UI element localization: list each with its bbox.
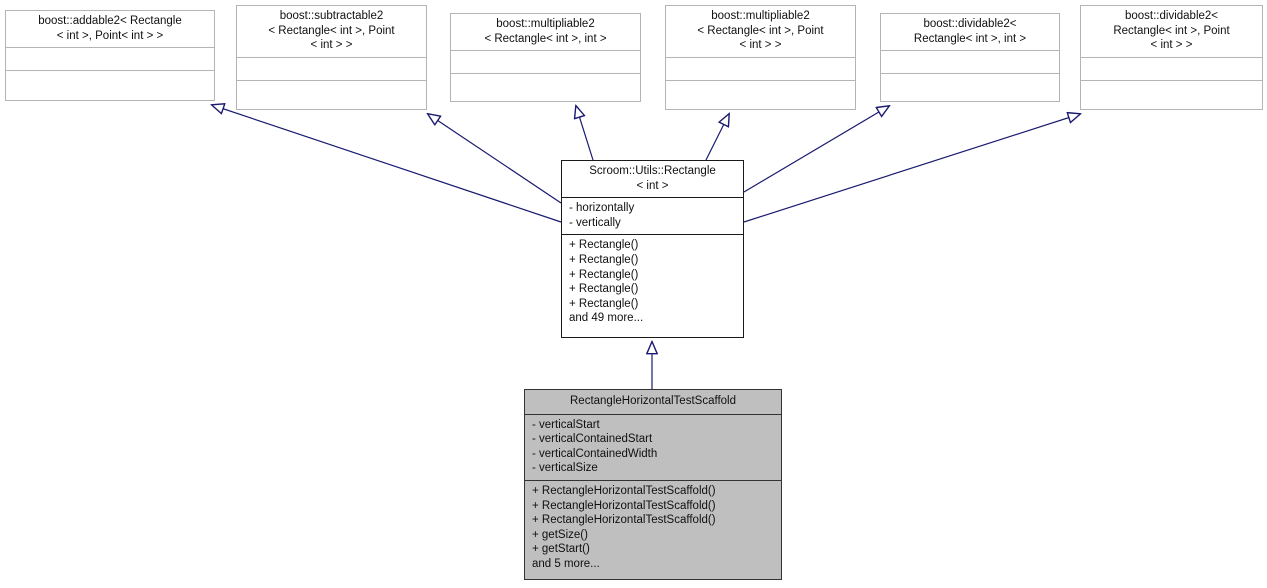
class-operations-multipliable2-int — [451, 74, 640, 96]
class-attributes-dividable2-point — [1081, 58, 1262, 80]
edge-rectangle-to-subtractable2 — [428, 114, 562, 204]
class-node-dividable2-int[interactable]: boost::dividable2< Rectangle< int >, int… — [880, 13, 1060, 102]
class-title-multipliable2-int: boost::multipliable2 < Rectangle< int >,… — [484, 18, 607, 45]
class-attributes-scaffold: - verticalStart - verticalContainedStart… — [532, 418, 658, 475]
class-separator — [666, 79, 855, 81]
class-node-subtractable2[interactable]: boost::subtractable2 < Rectangle< int >,… — [236, 5, 427, 110]
class-separator — [237, 56, 426, 58]
class-separator — [451, 50, 640, 52]
class-attributes-rectangle: - horizontally - vertically — [569, 202, 635, 229]
class-separator — [562, 197, 743, 199]
class-operations-dividable2-point — [1081, 81, 1262, 103]
class-operations-multipliable2-point — [666, 81, 855, 103]
edge-rectangle-to-dividable2-int — [743, 106, 889, 193]
class-title-subtractable2: boost::subtractable2 < Rectangle< int >,… — [268, 10, 395, 52]
class-operations-rectangle: + Rectangle() + Rectangle() + Rectangle(… — [569, 239, 644, 325]
class-title-multipliable2-point: boost::multipliable2 < Rectangle< int >,… — [697, 10, 824, 52]
class-node-addable2[interactable]: boost::addable2< Rectangle < int >, Poin… — [5, 10, 215, 101]
class-operations-dividable2-int — [881, 74, 1059, 96]
class-attributes-multipliable2-int — [451, 51, 640, 73]
class-title-dividable2-point: boost::dividable2< Rectangle< int >, Poi… — [1113, 10, 1230, 52]
edge-rectangle-to-dividable2-point — [743, 114, 1080, 223]
edge-rectangle-to-addable2 — [212, 105, 562, 223]
class-operations-subtractable2 — [237, 81, 426, 103]
class-separator — [881, 50, 1059, 52]
class-node-rectangle[interactable]: Scroom::Utils::Rectangle < int > - horiz… — [561, 160, 744, 338]
class-separator — [237, 79, 426, 81]
class-separator — [6, 47, 214, 49]
class-attributes-dividable2-int — [881, 51, 1059, 73]
class-separator — [6, 70, 214, 72]
class-attributes-addable2 — [6, 48, 214, 70]
class-separator — [562, 234, 743, 236]
class-separator — [1081, 79, 1262, 81]
class-separator — [525, 479, 781, 481]
class-attributes-multipliable2-point — [666, 58, 855, 80]
class-node-multipliable2-point[interactable]: boost::multipliable2 < Rectangle< int >,… — [665, 5, 856, 110]
class-node-multipliable2-int[interactable]: boost::multipliable2 < Rectangle< int >,… — [450, 13, 641, 102]
class-separator — [666, 56, 855, 58]
class-title-rectangle: Scroom::Utils::Rectangle < int > — [589, 165, 716, 192]
class-separator — [451, 73, 640, 75]
class-node-dividable2-point[interactable]: boost::dividable2< Rectangle< int >, Poi… — [1080, 5, 1263, 110]
class-operations-scaffold: + RectangleHorizontalTestScaffold() + Re… — [532, 484, 716, 570]
class-title-scaffold: RectangleHorizontalTestScaffold — [570, 395, 736, 407]
class-separator — [1081, 56, 1262, 58]
class-node-scaffold[interactable]: RectangleHorizontalTestScaffold - vertic… — [524, 389, 782, 580]
class-attributes-subtractable2 — [237, 58, 426, 80]
edge-rectangle-to-multipliable2-point — [705, 114, 729, 161]
class-separator — [881, 73, 1059, 75]
class-separator — [525, 413, 781, 415]
edge-rectangle-to-multipliable2-int — [576, 106, 594, 161]
class-title-addable2: boost::addable2< Rectangle < int >, Poin… — [38, 15, 182, 42]
class-title-dividable2-int: boost::dividable2< Rectangle< int >, int… — [913, 18, 1027, 45]
class-operations-addable2 — [6, 71, 214, 93]
